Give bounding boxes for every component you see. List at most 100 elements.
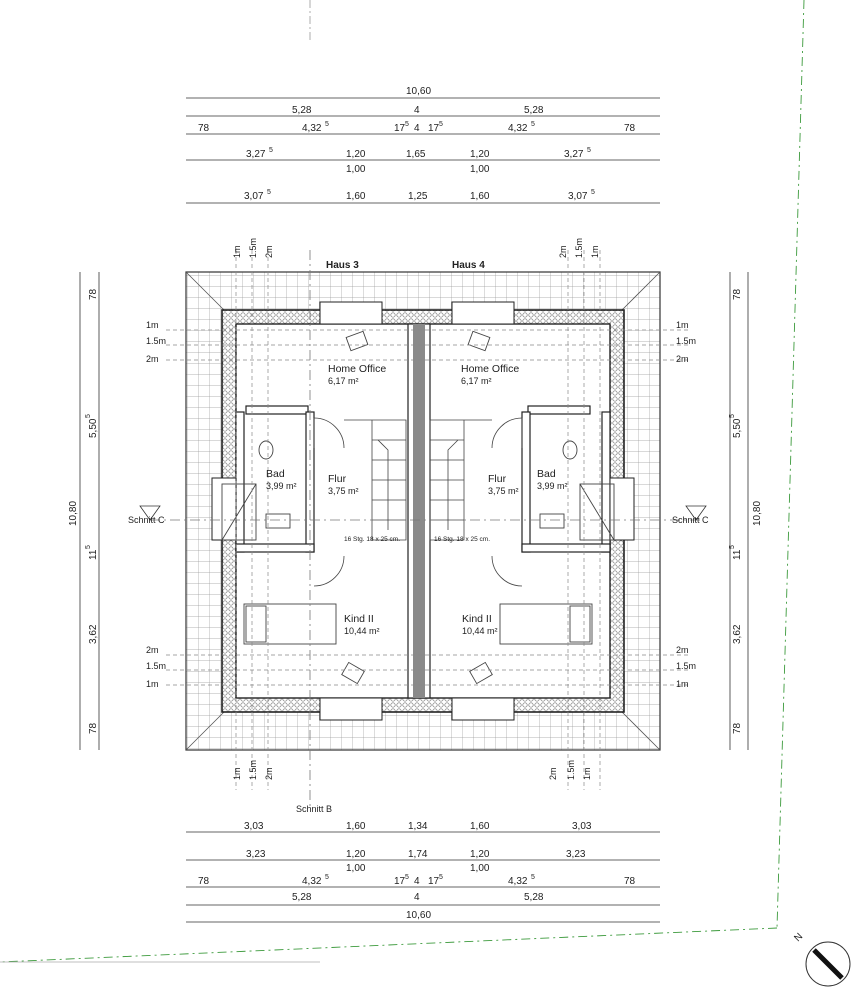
dim-right-total: 10,80 bbox=[752, 501, 763, 526]
stair-note-right: 16 Stg. 18 x 25 cm. bbox=[434, 536, 490, 543]
dim-top-inner-right-sup: 5 bbox=[439, 121, 443, 128]
dim-top-r1-0: 3,27 bbox=[246, 149, 266, 160]
dim-top-r2-0-sup: 5 bbox=[267, 189, 271, 196]
dim-top-half-right: 5,28 bbox=[524, 105, 544, 116]
dim-bottom-edge-left: 78 bbox=[198, 876, 210, 887]
dim-bottom-inner-left-sup: 5 bbox=[405, 874, 409, 881]
room-area-flur-right: 3,75 m² bbox=[488, 486, 519, 496]
site-boundary bbox=[0, 0, 805, 963]
dim-top-total: 10,60 bbox=[406, 86, 431, 97]
dim-bottom-edge-right: 78 bbox=[624, 876, 636, 887]
dim-top-r1-2: 1,65 bbox=[406, 149, 426, 160]
dim-bottom-r2-3: 1,60 bbox=[470, 821, 490, 832]
dim-top-mid-left: 4,32 bbox=[302, 123, 322, 134]
dim-bottom-r2-1: 1,60 bbox=[346, 821, 366, 832]
dim-top-r2-0: 3,07 bbox=[244, 191, 264, 202]
height-mark-1m-bottom-right: 1m bbox=[582, 767, 592, 780]
height-mark-1m-left: 1m bbox=[146, 320, 159, 330]
dim-bottom-total: 10,60 bbox=[406, 910, 431, 921]
dim-top-r1-sub-left: 1,00 bbox=[346, 164, 366, 175]
dim-bottom-wall-2: 4 bbox=[414, 892, 420, 903]
staircase bbox=[344, 419, 492, 541]
dim-bottom-r1-4: 3,23 bbox=[566, 849, 586, 860]
section-label-b: Schnitt B bbox=[296, 804, 332, 814]
height-mark-1m-top-left: 1m bbox=[232, 245, 242, 258]
dim-left-mid: 11 bbox=[88, 549, 99, 560]
compass-rose bbox=[805, 941, 851, 987]
party-wall-core bbox=[413, 324, 425, 698]
dim-left-upper-sup: 5 bbox=[85, 414, 92, 418]
dim-top-r1-1: 1,20 bbox=[346, 149, 366, 160]
dim-bottom-inner-right: 17 bbox=[428, 876, 440, 887]
dim-top-r2-3: 1,60 bbox=[470, 191, 490, 202]
dimension-lines-top bbox=[186, 97, 660, 204]
height-mark-1m-right-bottom: 1m bbox=[676, 679, 689, 689]
height-mark-2m-right: 2m bbox=[676, 354, 689, 364]
room-label-bad-right: Bad bbox=[537, 468, 556, 480]
dim-left-lower: 3,62 bbox=[88, 624, 99, 644]
dim-top-r1-sub-right: 1,00 bbox=[470, 164, 490, 175]
section-label-c-left: Schnitt C bbox=[128, 515, 165, 525]
height-mark-15m-top-right: 1.5m bbox=[574, 238, 584, 258]
dim-right-upper: 5,50 bbox=[732, 418, 743, 438]
height-mark-2m-right-bottom: 2m bbox=[676, 645, 689, 655]
dim-top-mid-right-sup: 5 bbox=[531, 121, 535, 128]
dim-right-upper-sup: 5 bbox=[729, 414, 736, 418]
furniture bbox=[221, 330, 615, 685]
dim-bottom-r1-1: 1,20 bbox=[346, 849, 366, 860]
height-mark-1m-top-right: 1m bbox=[590, 245, 600, 258]
height-mark-15m-left: 1.5m bbox=[146, 336, 166, 346]
dim-bottom-mid-left-sup: 5 bbox=[325, 874, 329, 881]
dim-left-edge-bottom: 78 bbox=[88, 722, 99, 734]
dim-top-inner-left: 17 bbox=[394, 123, 406, 134]
section-label-c-right: Schnitt C bbox=[672, 515, 709, 525]
room-label-flur-right: Flur bbox=[488, 473, 507, 485]
dim-bottom-r1-2: 1,74 bbox=[408, 849, 428, 860]
room-area-home-office-right: 6,17 m² bbox=[461, 376, 492, 386]
dim-bottom-half-right: 5,28 bbox=[524, 892, 544, 903]
room-label-kind-left: Kind II bbox=[344, 613, 374, 625]
dim-bottom-r1-0: 3,23 bbox=[246, 849, 266, 860]
dim-left-mid-sup: 5 bbox=[85, 545, 92, 549]
dim-bottom-mid-left: 4,32 bbox=[302, 876, 322, 887]
dim-right-mid-sup: 5 bbox=[729, 545, 736, 549]
dimension-lines-side bbox=[79, 272, 749, 750]
height-mark-1m-left-bottom: 1m bbox=[146, 679, 159, 689]
compass-letter: N bbox=[792, 931, 805, 944]
dim-right-edge-top: 78 bbox=[732, 288, 743, 300]
dim-top-wall-2: 4 bbox=[414, 123, 420, 134]
dim-bottom-wall: 4 bbox=[414, 876, 420, 887]
dim-top-mid-left-sup: 5 bbox=[325, 121, 329, 128]
dim-left-upper: 5,50 bbox=[88, 418, 99, 438]
dim-top-r2-4: 3,07 bbox=[568, 191, 588, 202]
room-area-kind-left: 10,44 m² bbox=[344, 626, 380, 636]
dim-left-total: 10,80 bbox=[68, 501, 79, 526]
room-label-bad-left: Bad bbox=[266, 468, 285, 480]
height-lines bbox=[166, 250, 690, 790]
dim-right-lower: 3,62 bbox=[732, 624, 743, 644]
height-mark-15m-top-left: 1.5m bbox=[248, 238, 258, 258]
dim-top-half-left: 5,28 bbox=[292, 105, 312, 116]
stair-note-left: 16 Stg. 18 x 25 cm. bbox=[344, 536, 400, 543]
dim-top-r2-1: 1,60 bbox=[346, 191, 366, 202]
dim-top-inner-left-sup: 5 bbox=[405, 121, 409, 128]
dim-bottom-r1-3: 1,20 bbox=[470, 849, 490, 860]
dim-bottom-mid-right-sup: 5 bbox=[531, 874, 535, 881]
dim-bottom-r1-sub-left: 1,00 bbox=[346, 863, 366, 874]
dim-bottom-r1-sub-right: 1,00 bbox=[470, 863, 490, 874]
room-area-home-office-left: 6,17 m² bbox=[328, 376, 359, 386]
dim-bottom-r2-4: 3,03 bbox=[572, 821, 592, 832]
height-mark-2m-top-right: 2m bbox=[558, 245, 568, 258]
dim-top-r2-4-sup: 5 bbox=[591, 189, 595, 196]
room-label-home-office-right: Home Office bbox=[461, 363, 519, 375]
height-mark-2m-top-left: 2m bbox=[264, 245, 274, 258]
dim-top-mid-right: 4,32 bbox=[508, 123, 528, 134]
dim-top-inner-right: 17 bbox=[428, 123, 440, 134]
windows bbox=[211, 301, 635, 721]
room-area-bad-left: 3,99 m² bbox=[266, 481, 297, 491]
room-label-home-office-left: Home Office bbox=[328, 363, 386, 375]
height-mark-15m-bottom-left: 1.5m bbox=[248, 760, 258, 780]
dim-bottom-inner-right-sup: 5 bbox=[439, 874, 443, 881]
room-label-flur-left: Flur bbox=[328, 473, 347, 485]
dim-bottom-mid-right: 4,32 bbox=[508, 876, 528, 887]
